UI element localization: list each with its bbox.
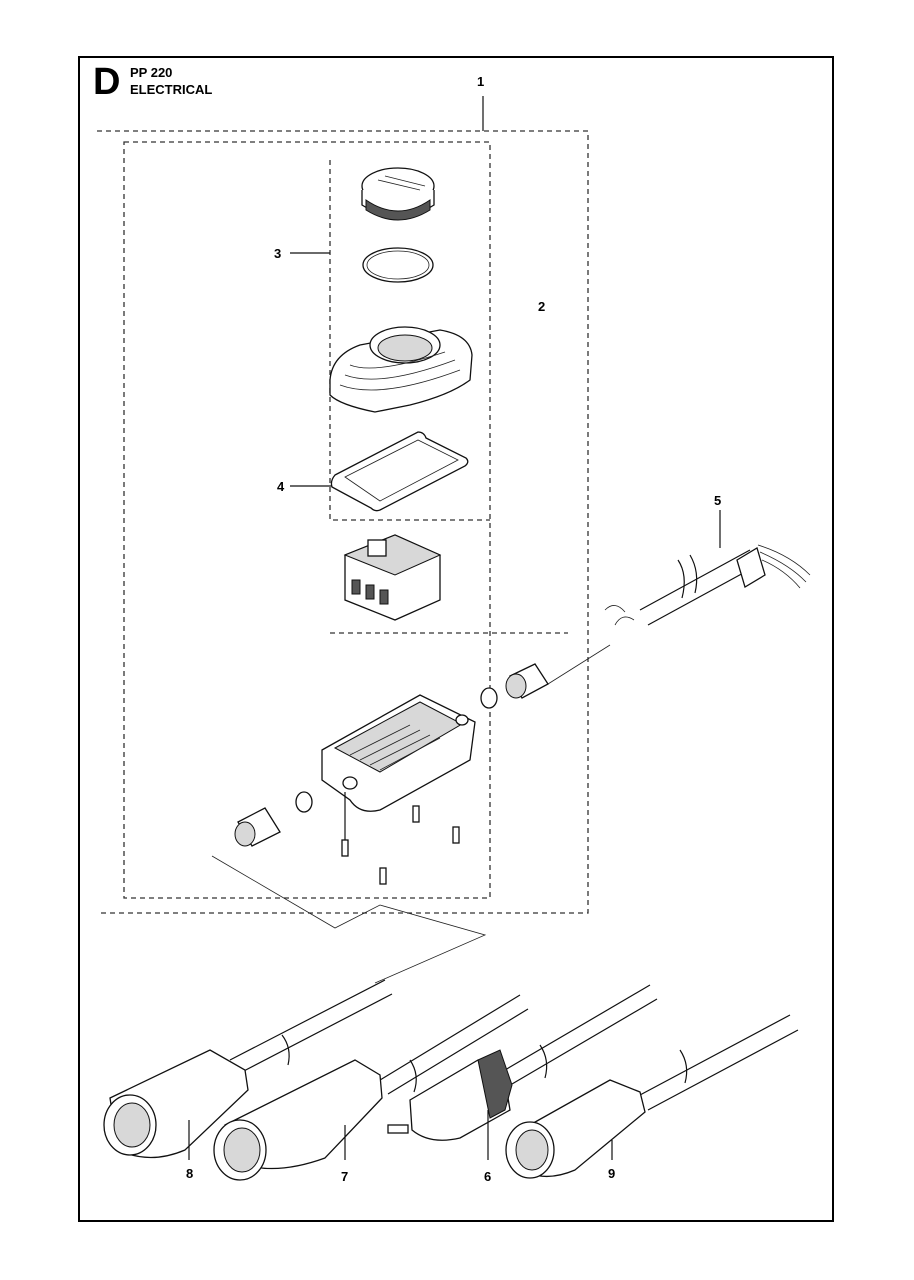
screw-2: [412, 805, 420, 823]
cap-part: [361, 167, 435, 221]
o-ring-part: [362, 247, 434, 283]
group-box-4: [290, 298, 568, 634]
plug-9-part: [505, 1014, 799, 1179]
plug-6-part: [387, 984, 658, 1160]
section-title: ELECTRICAL: [130, 82, 213, 97]
callout-5: 5: [714, 493, 721, 508]
group-box-1: [97, 96, 589, 914]
callout-1: 1: [477, 74, 484, 89]
callout-7: 7: [341, 1169, 348, 1184]
section-letter: D: [93, 61, 121, 103]
terminal-block-part: [343, 534, 442, 621]
callout-2: 2: [538, 299, 545, 314]
plug-8-part: [103, 979, 393, 1160]
gasket-part: [330, 431, 469, 512]
screw-1: [341, 839, 349, 857]
group-box-3: [290, 160, 331, 298]
small-o-ring-right: [480, 687, 498, 709]
group-box-2: [123, 141, 491, 899]
cable-gland-left: [234, 807, 281, 847]
small-o-ring-left: [295, 791, 313, 813]
cable-gland-right: [505, 644, 611, 699]
lower-box-part: [321, 694, 476, 812]
box-cover-part: [329, 326, 473, 413]
screw-4: [379, 867, 387, 885]
screw-3: [452, 826, 460, 844]
callout-8: 8: [186, 1166, 193, 1181]
callout-4: 4: [277, 479, 285, 494]
plug-7-part: [213, 994, 529, 1181]
cable-route-line: [211, 855, 487, 984]
model-name: PP 220: [130, 65, 173, 80]
callout-6: 6: [484, 1169, 491, 1184]
callout-3: 3: [274, 246, 281, 261]
motor-cable-part: [604, 510, 811, 626]
sheet-frame: [78, 56, 834, 1222]
callout-9: 9: [608, 1166, 615, 1181]
